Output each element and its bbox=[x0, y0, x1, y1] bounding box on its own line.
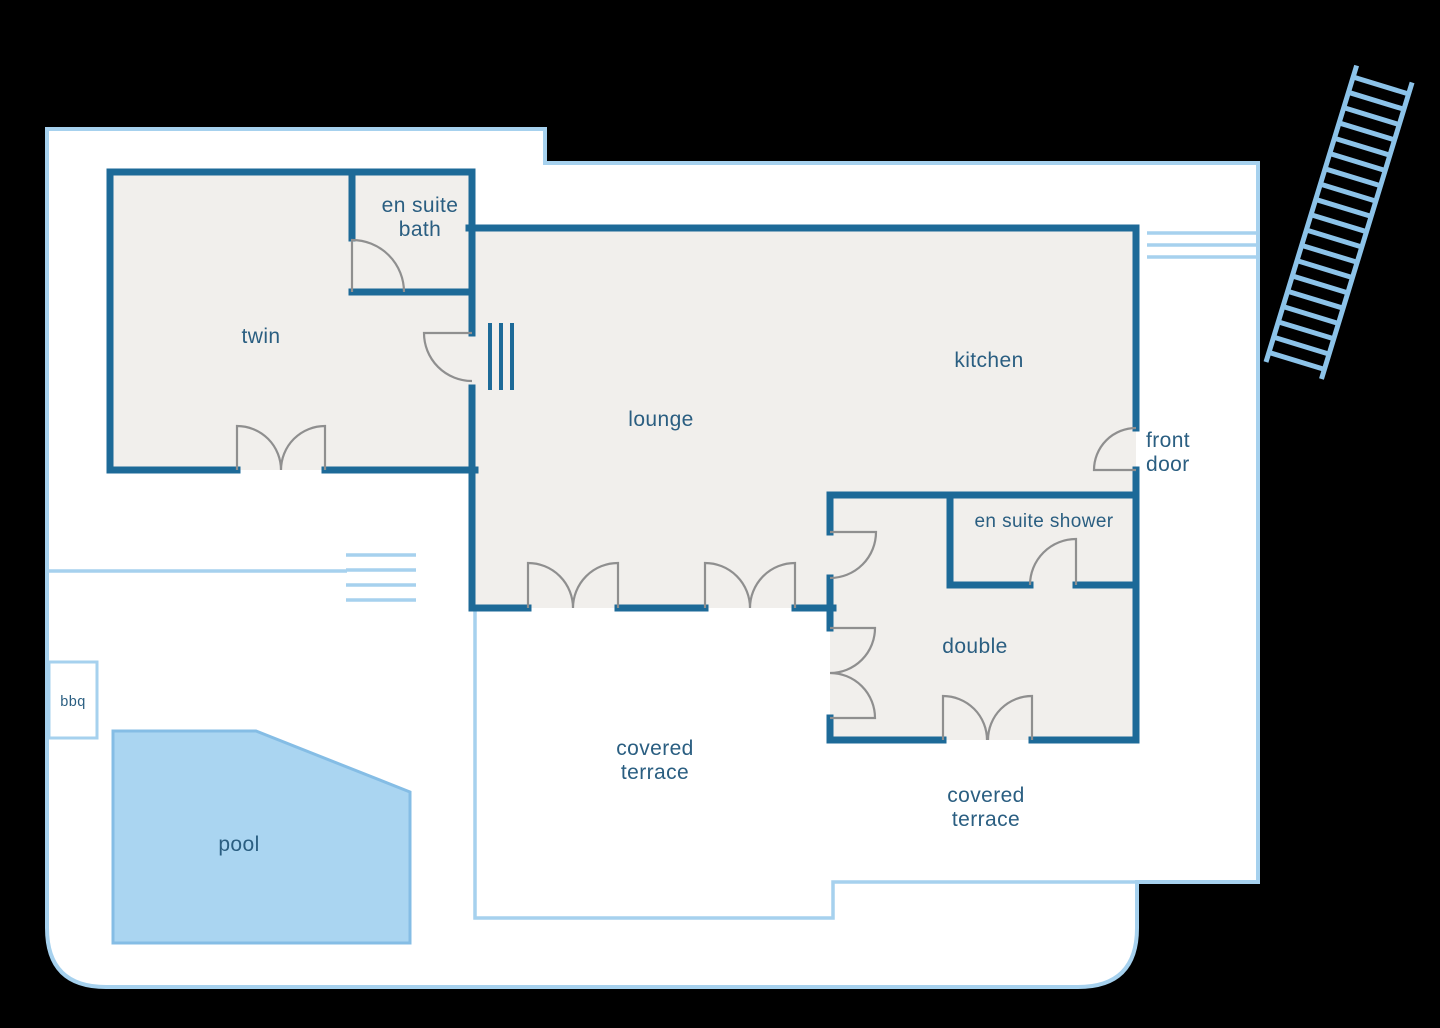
bbq-box bbox=[47, 660, 99, 740]
door-lounge-terrace-right bbox=[703, 561, 797, 609]
double-room-floor bbox=[830, 495, 1136, 740]
en-suite-bath-label-line1: en suite bbox=[382, 194, 459, 217]
kitchen-label: kitchen bbox=[954, 349, 1023, 372]
door-double-terrace-side bbox=[829, 626, 877, 720]
staircase-steps bbox=[1268, 74, 1410, 372]
door-front bbox=[1092, 426, 1137, 472]
terrace-right-label-line2: terrace bbox=[952, 808, 1020, 831]
pool-shape bbox=[111, 729, 412, 945]
exterior-staircase bbox=[1263, 64, 1415, 380]
terrace-left-label-line1: covered bbox=[616, 737, 694, 760]
door-en-suite-shower bbox=[1028, 537, 1078, 586]
entrance-steps bbox=[1147, 231, 1257, 259]
front-door-label-line1: front bbox=[1146, 429, 1190, 452]
twin-room-floor bbox=[110, 172, 472, 470]
terrace-right-label-line1: covered bbox=[947, 784, 1025, 807]
door-twin-lounge bbox=[422, 331, 473, 383]
door-double-from-lounge bbox=[829, 530, 878, 580]
vertical-bars-symbol bbox=[488, 323, 514, 390]
terrace-outline bbox=[473, 611, 1137, 920]
en-suite-bath-label-line2: bath bbox=[399, 218, 441, 241]
double-and-shower-walls bbox=[826, 491, 1140, 744]
terrace-left-label-line2: terrace bbox=[621, 761, 689, 784]
twin-and-bath-walls bbox=[106, 168, 479, 612]
door-lounge-terrace-left bbox=[526, 561, 620, 609]
door-twin-garden bbox=[235, 424, 327, 471]
door-en-suite-bath bbox=[350, 238, 406, 293]
lounge-label: lounge bbox=[628, 408, 693, 431]
bbq-label: bbq bbox=[60, 694, 85, 710]
pool-label: pool bbox=[218, 833, 259, 856]
lounge-kitchen-walls bbox=[465, 224, 1140, 744]
double-label: double bbox=[942, 635, 1007, 658]
twin-label: twin bbox=[242, 325, 281, 348]
front-door-label-line2: door bbox=[1146, 453, 1190, 476]
door-double-terrace-bottom bbox=[941, 694, 1034, 741]
en-suite-shower-label: en suite shower bbox=[974, 511, 1113, 532]
garden-steps bbox=[346, 553, 416, 602]
